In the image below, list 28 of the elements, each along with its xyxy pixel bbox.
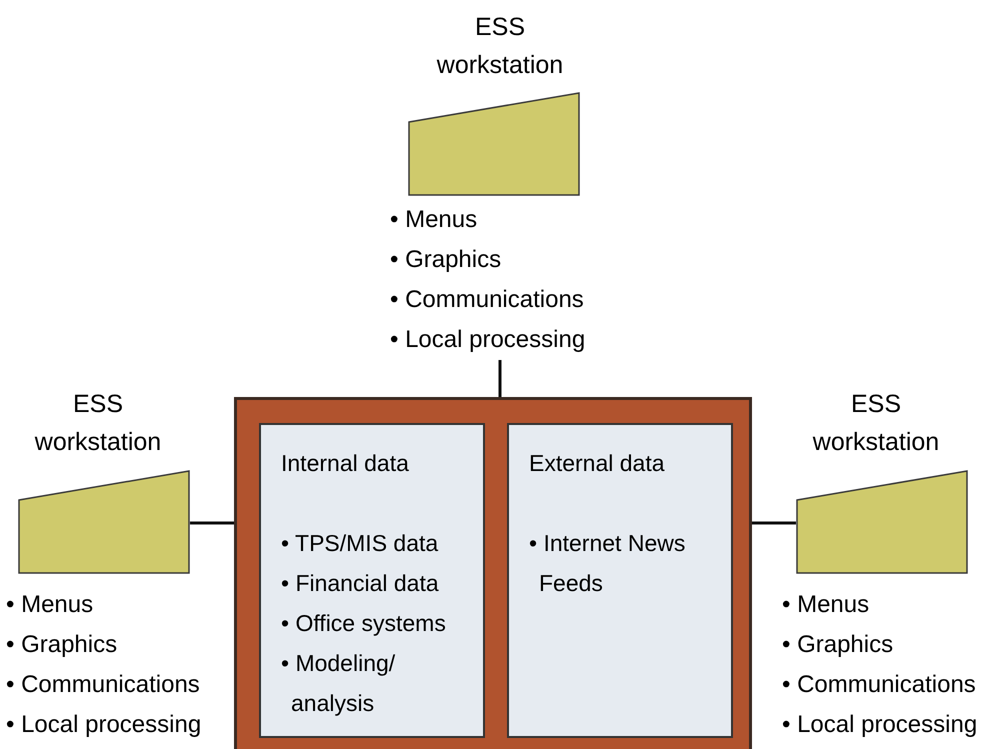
bullet-item: • Local processing (782, 710, 978, 740)
bullet-item: • Local processing (6, 710, 202, 740)
bullet-item: • Graphics (782, 630, 894, 660)
bullet-item: • Graphics (390, 245, 502, 275)
bullet-item: • Internet News Feeds (529, 529, 686, 598)
bullet-item: • Menus (6, 590, 94, 620)
connector-line (752, 522, 796, 524)
workstation-heading: ESS workstation (812, 389, 940, 458)
data-panel (259, 423, 485, 738)
bullet-item: • Communications (390, 285, 585, 315)
panel-heading: External data (529, 449, 666, 478)
bullet-item: • Office systems (281, 609, 447, 638)
bullet-item: • Menus (782, 590, 870, 620)
bullet-item: • Local processing (390, 325, 586, 355)
bullet-item: • Menus (390, 205, 478, 235)
bullet-item: • Graphics (6, 630, 118, 660)
bullet-item: • Financial data (281, 569, 440, 598)
data-panel (507, 423, 733, 738)
system-box (234, 397, 752, 749)
connector-line (498, 360, 502, 397)
panel-heading: Internal data (281, 449, 410, 478)
workstation-heading: ESS workstation (34, 389, 162, 458)
bullet-item: • Modeling/ analysis (281, 649, 396, 718)
workstation-heading: ESS workstation (436, 12, 564, 81)
bullet-item: • TPS/MIS data (281, 529, 440, 558)
bullet-item: • Communications (6, 670, 201, 700)
connector-line (190, 522, 234, 524)
bullet-item: • Communications (782, 670, 977, 700)
